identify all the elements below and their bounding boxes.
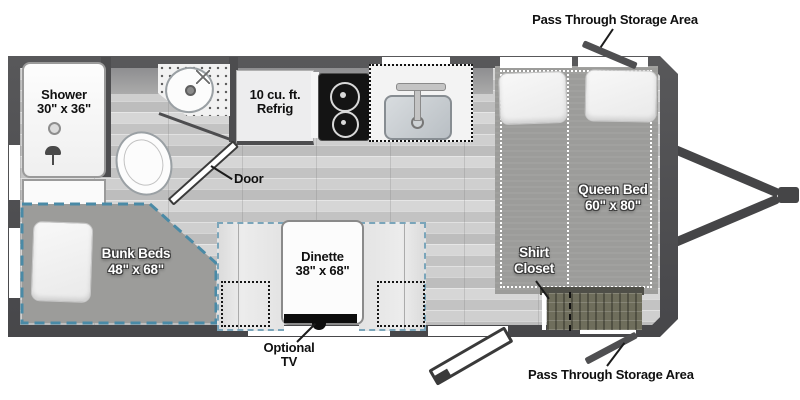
- queen-pillow-right-icon: [584, 69, 658, 123]
- refrig-label-line1: 10 cu. ft.: [249, 87, 301, 102]
- door-label: Door: [234, 171, 264, 186]
- queen-bed-size: 60" x 80": [584, 197, 642, 213]
- shower-faucet-stem-icon: [52, 155, 54, 165]
- queen-bed-label: Queen Bed: [578, 182, 648, 197]
- bench-seam: [238, 224, 239, 329]
- pass-through-top-label: Pass Through Storage Area: [532, 12, 698, 27]
- bed-foot-edge: [540, 287, 644, 295]
- dinette-bench-right: [359, 222, 426, 331]
- bunk-beds-label: Bunk Beds: [101, 246, 171, 261]
- sink-faucet-stem-icon: [414, 89, 421, 121]
- tv-mount-icon: [312, 317, 326, 330]
- counter-filler: [311, 72, 319, 138]
- sink-faucet-bar-icon: [396, 83, 446, 91]
- shower-pan: Shower 30" x 36": [22, 62, 106, 178]
- shower-label: Shower: [41, 87, 87, 102]
- stove-burner-2-icon: [332, 111, 359, 138]
- stove-burner-2-center: [341, 120, 346, 125]
- queen-pillow-left-icon: [498, 70, 568, 126]
- shirt-closet-label-line1: Shirt: [519, 245, 549, 260]
- bathroom-wall-kitchen: [229, 57, 238, 142]
- dinette-table: Dinette 38" x 68": [281, 220, 364, 325]
- bench-right-storage-outline: [377, 281, 425, 327]
- pass-through-bottom-label: Pass Through Storage Area: [528, 367, 694, 382]
- shirt-closet-white-trim: [542, 293, 546, 330]
- hitch-arm-top-icon: [666, 142, 781, 198]
- refrigerator: 10 cu. ft. Refrig: [236, 70, 314, 145]
- shower-size: 30" x 36": [37, 101, 91, 117]
- window-top-3: [578, 57, 648, 67]
- optional-tv-label-line1: Optional: [263, 340, 315, 355]
- dinette-bench-left: [217, 222, 284, 331]
- pass-through-top-pointer: [599, 28, 614, 48]
- window-top-2: [500, 57, 572, 68]
- window-top-1: [382, 57, 450, 68]
- shirt-closet-dash-line: [569, 292, 571, 331]
- window-bottom-2: [580, 327, 636, 334]
- bathroom-wall-vertical: [101, 57, 111, 177]
- shirt-closet-label-line2: Closet: [513, 260, 555, 276]
- bunk-beds-size: 48" x 68": [107, 261, 165, 277]
- bench-seam: [404, 224, 405, 329]
- dinette-size: 38" x 68": [295, 263, 350, 279]
- vanity-drain-icon: [185, 85, 196, 96]
- shower-faucet-icon: [45, 146, 61, 155]
- refrig-label-line2: Refrig: [256, 101, 294, 117]
- entry-door-endcap-icon: [434, 368, 452, 384]
- bench-left-storage-outline: [221, 281, 270, 327]
- window-bottom-1: [248, 326, 390, 336]
- window-left-1: [9, 145, 20, 200]
- stove-burner-1-center: [340, 92, 346, 98]
- hitch-arm-bottom-icon: [666, 194, 781, 250]
- queen-bed-fold-line: [567, 70, 569, 288]
- dinette-label: Dinette: [301, 249, 344, 264]
- window-left-2: [9, 228, 20, 298]
- shirt-closet: [547, 293, 642, 330]
- optional-tv-label-line2: TV: [280, 354, 298, 370]
- hitch-coupler-icon: [778, 187, 799, 203]
- shower-drain-icon: [48, 122, 61, 135]
- vanity-faucet-icon: [196, 70, 210, 84]
- entry-door-opening: [428, 326, 508, 336]
